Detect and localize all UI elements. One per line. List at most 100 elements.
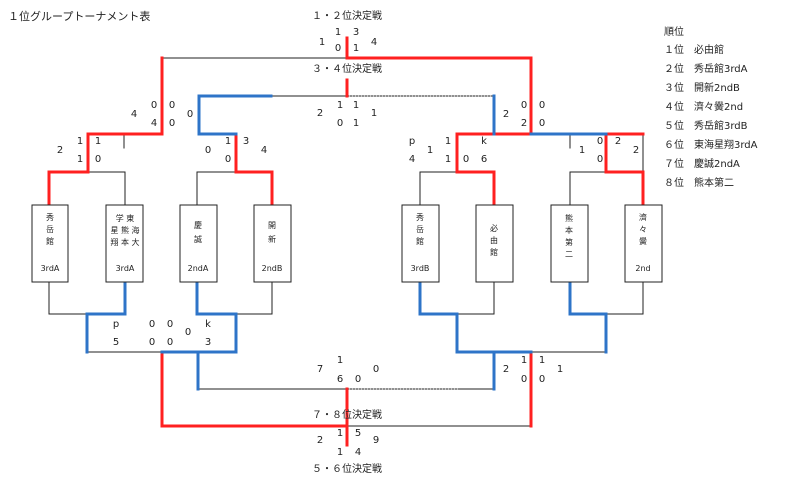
svg-text:0: 0 xyxy=(149,337,155,348)
svg-text:0: 0 xyxy=(187,109,193,120)
team-box-2: 学 東 星 熊 海 翔 本 大 3rdA xyxy=(105,204,144,283)
ranking-row: ７位慶誠2ndA xyxy=(664,157,740,170)
svg-text:0: 0 xyxy=(597,136,603,147)
svg-text:８位: ８位 xyxy=(664,176,684,189)
svg-text:秀: 秀 xyxy=(46,212,54,222)
svg-text:2ndA: 2ndA xyxy=(188,264,209,273)
svg-text:開新2ndB: 開新2ndB xyxy=(694,81,740,94)
svg-text:熊: 熊 xyxy=(565,213,573,223)
svg-text:2nd: 2nd xyxy=(635,264,650,273)
svg-text:0: 0 xyxy=(167,319,173,330)
svg-text:必: 必 xyxy=(490,223,498,233)
svg-text:3rdA: 3rdA xyxy=(116,264,135,273)
ranking-heading: 順位 xyxy=(664,25,684,38)
svg-text:岳: 岳 xyxy=(416,224,424,234)
svg-text:0: 0 xyxy=(149,319,155,330)
svg-text:1: 1 xyxy=(579,145,585,156)
svg-text:2: 2 xyxy=(521,118,527,129)
svg-text:1: 1 xyxy=(225,136,231,147)
svg-text:2: 2 xyxy=(503,109,509,120)
svg-text:3rdB: 3rdB xyxy=(411,264,430,273)
svg-text:3: 3 xyxy=(205,337,211,348)
svg-text:0: 0 xyxy=(151,100,157,111)
svg-text:2: 2 xyxy=(633,145,639,156)
ranking-row: １位必由館 xyxy=(664,43,724,56)
svg-text:1: 1 xyxy=(353,100,359,111)
svg-text:4: 4 xyxy=(409,154,415,165)
svg-text:1: 1 xyxy=(371,108,377,119)
svg-text:1: 1 xyxy=(77,154,83,165)
svg-text:二: 二 xyxy=(565,250,573,259)
svg-text:本: 本 xyxy=(565,225,573,235)
ranking-row: ５位秀岳館3rdB xyxy=(664,119,748,132)
svg-text:東海星翔3rdA: 東海星翔3rdA xyxy=(694,138,758,151)
svg-text:1: 1 xyxy=(95,136,101,147)
svg-text:6: 6 xyxy=(481,154,487,165)
svg-text:館: 館 xyxy=(46,236,54,246)
svg-text:9: 9 xyxy=(373,435,379,446)
ranking-row: ３位開新2ndB xyxy=(664,81,740,94)
svg-text:4: 4 xyxy=(261,145,267,156)
svg-text:4: 4 xyxy=(355,447,361,458)
winner-lines xyxy=(47,36,645,447)
loser-lines xyxy=(85,94,608,391)
svg-text:0: 0 xyxy=(539,100,545,111)
svg-text:４位: ４位 xyxy=(664,100,684,113)
svg-text:学 東: 学 東 xyxy=(116,213,135,223)
scores: 1 1 3 4 0 1 2 1 0 1 1 1 4 0 0 4 0 0 2 0 … xyxy=(57,27,639,458)
bracket-title: １位グループトーナメント表 xyxy=(8,9,150,23)
svg-text:2: 2 xyxy=(317,108,323,119)
team-box-3: 慶 誠 2ndA xyxy=(179,204,218,283)
svg-text:翔 本 大: 翔 本 大 xyxy=(110,237,139,247)
svg-text:２位: ２位 xyxy=(664,62,684,75)
svg-text:0: 0 xyxy=(373,364,379,375)
svg-text:3rdA: 3rdA xyxy=(41,264,60,273)
svg-text:0: 0 xyxy=(185,327,191,338)
svg-text:館: 館 xyxy=(490,247,498,257)
svg-text:k: k xyxy=(481,136,487,147)
ranking-list: 順位 １位必由館 ２位秀岳館3rdA ３位開新2ndB ４位濟々黌2nd ５位秀… xyxy=(664,25,758,189)
svg-text:2: 2 xyxy=(615,136,621,147)
svg-text:2: 2 xyxy=(317,435,323,446)
team-box-1: 秀 岳 館 3rdA xyxy=(31,204,69,283)
svg-text:p: p xyxy=(409,136,415,147)
svg-text:0: 0 xyxy=(337,118,343,129)
svg-text:５位: ５位 xyxy=(664,119,684,132)
ranking-row: ６位東海星翔3rdA xyxy=(664,138,758,151)
svg-text:誠: 誠 xyxy=(194,234,202,244)
svg-text:７位: ７位 xyxy=(664,157,684,170)
svg-text:0: 0 xyxy=(169,118,175,129)
svg-text:0: 0 xyxy=(167,337,173,348)
svg-text:1: 1 xyxy=(557,364,563,375)
svg-text:0: 0 xyxy=(95,154,101,165)
svg-text:由: 由 xyxy=(490,235,498,245)
svg-text:熊本第二: 熊本第二 xyxy=(694,176,734,189)
svg-text:7: 7 xyxy=(317,364,323,375)
team-boxes: 秀 岳 館 3rdA 学 東 星 熊 海 翔 本 大 3rdA 慶 誠 2ndA… xyxy=(31,204,663,283)
svg-text:4: 4 xyxy=(371,37,377,48)
fifth-place-label: ５・６位決定戦 xyxy=(312,462,382,475)
svg-text:秀岳館3rdB: 秀岳館3rdB xyxy=(694,119,748,132)
svg-text:1: 1 xyxy=(427,145,433,156)
ranking-row: ２位秀岳館3rdA xyxy=(664,62,748,75)
svg-text:濟: 濟 xyxy=(639,212,647,222)
svg-text:2ndB: 2ndB xyxy=(262,264,283,273)
svg-text:5: 5 xyxy=(355,428,361,439)
svg-text:秀岳館3rdA: 秀岳館3rdA xyxy=(694,62,748,75)
svg-text:0: 0 xyxy=(539,118,545,129)
svg-text:岳: 岳 xyxy=(46,224,54,234)
svg-text:0: 0 xyxy=(205,145,211,156)
team-box-6: 必 由 館 xyxy=(475,204,514,283)
svg-text:1: 1 xyxy=(521,355,527,366)
svg-text:慶: 慶 xyxy=(194,220,202,230)
svg-text:0: 0 xyxy=(355,374,361,385)
svg-text:１位: １位 xyxy=(664,43,684,56)
svg-text:0: 0 xyxy=(169,100,175,111)
svg-text:6: 6 xyxy=(337,374,343,385)
svg-text:p: p xyxy=(113,319,119,330)
svg-text:0: 0 xyxy=(225,154,231,165)
svg-text:1: 1 xyxy=(319,37,325,48)
svg-text:1: 1 xyxy=(445,154,451,165)
svg-text:1: 1 xyxy=(353,118,359,129)
